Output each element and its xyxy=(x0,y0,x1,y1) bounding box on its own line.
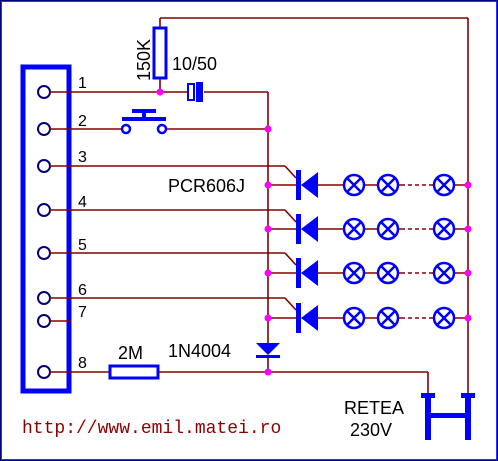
pin-label: 5 xyxy=(78,237,87,254)
pin-label: 3 xyxy=(78,149,87,166)
connector-pin-icon xyxy=(37,203,51,217)
triacs xyxy=(296,170,318,333)
lamp-row-1 xyxy=(342,173,456,197)
pin-label: 8 xyxy=(78,355,87,372)
lamp-icon xyxy=(342,217,366,241)
pin-label: 1 xyxy=(78,75,87,92)
lamp-icon xyxy=(432,261,456,285)
lamp-icon xyxy=(432,173,456,197)
lamps xyxy=(342,173,456,330)
lamp-icon xyxy=(376,217,400,241)
resistor-icon xyxy=(108,364,160,380)
connector-pin-icon xyxy=(37,314,51,328)
triac-icon xyxy=(296,214,318,244)
website-url: http://www.emil.matei.ro xyxy=(22,419,281,439)
resistor-2m-label: 2M xyxy=(118,343,143,363)
triac-icon xyxy=(296,303,318,333)
lamp-icon xyxy=(342,306,366,330)
push-button-icon xyxy=(120,109,168,135)
lamp-row-2 xyxy=(342,217,456,241)
diode-label: 1N4004 xyxy=(168,341,231,361)
lamp-icon xyxy=(432,217,456,241)
pin-label: 2 xyxy=(78,113,87,130)
connector-pin-icon xyxy=(37,291,51,305)
mains-label-line1: RETEA xyxy=(344,398,404,418)
mains-label-line2: 230V xyxy=(350,420,392,440)
wires xyxy=(50,17,469,395)
lamp-row-4 xyxy=(342,306,456,330)
pin-label: 4 xyxy=(78,194,87,211)
connector-pin-icon xyxy=(37,365,51,379)
triac-icon xyxy=(296,170,318,200)
lamp-chain-dashes xyxy=(401,180,431,323)
plug-icon xyxy=(421,393,475,440)
lamp-icon xyxy=(376,306,400,330)
connector-pins xyxy=(37,85,51,379)
capacitor-icon xyxy=(187,82,203,102)
connector-pin-icon xyxy=(37,246,51,260)
triac-icon xyxy=(296,258,318,288)
lamp-icon xyxy=(342,261,366,285)
lamp-icon xyxy=(432,306,456,330)
junction-dots xyxy=(156,88,472,376)
lamp-icon xyxy=(342,173,366,197)
parallel-port-connector xyxy=(20,64,72,394)
diode-icon xyxy=(256,343,280,358)
lamp-icon xyxy=(376,261,400,285)
lamp-row-3 xyxy=(342,261,456,285)
pin-label: 7 xyxy=(78,304,87,321)
lamp-icon xyxy=(376,173,400,197)
connector-pin-icon xyxy=(37,122,51,136)
resistor-icon xyxy=(152,26,168,80)
resistor-150k-label: 150K xyxy=(134,39,154,81)
pin-label: 6 xyxy=(78,282,87,299)
triac-label: PCR606J xyxy=(168,176,245,196)
connector-pin-icon xyxy=(37,85,51,99)
connector-pin-icon xyxy=(37,159,51,173)
capacitor-label: 10/50 xyxy=(172,54,217,74)
